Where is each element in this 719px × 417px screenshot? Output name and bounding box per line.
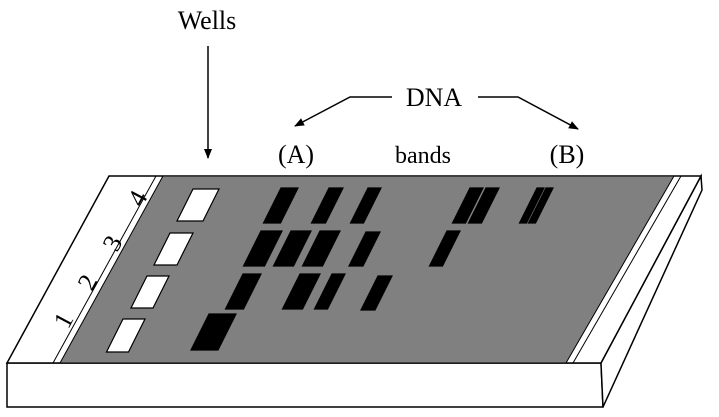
gel-edge-line-right — [572, 175, 682, 364]
dna-label: DNA — [406, 83, 463, 112]
dna-band-lane-2 — [313, 273, 346, 310]
dna-band-lane-4 — [349, 187, 382, 224]
dna-band-lane-4 — [518, 187, 545, 224]
wells-label: Wells — [178, 6, 237, 35]
dna-arrow-a — [294, 96, 392, 127]
dna-band-lane-3 — [348, 231, 381, 267]
dna-band-lane-4 — [310, 187, 344, 224]
well-lane-1 — [105, 318, 146, 353]
dna-band-lane-3 — [272, 230, 312, 267]
well-lane-2 — [130, 275, 170, 309]
dna-band-lane-2 — [224, 273, 262, 310]
bands-label: bands — [395, 143, 451, 169]
dna-band-lane-4 — [451, 187, 484, 224]
band-a-label: (A) — [278, 140, 314, 169]
dna-arrow-b — [478, 96, 579, 130]
dna-band-lane-4 — [262, 187, 299, 224]
well-lane-4 — [176, 188, 220, 222]
band-b-label: (B) — [550, 140, 585, 169]
wells-group — [105, 188, 220, 353]
well-lane-3 — [153, 232, 194, 266]
tray-front-face — [6, 362, 604, 408]
gel-edge-line-left — [52, 175, 157, 364]
bands-group — [190, 187, 554, 351]
dna-band-lane-4 — [467, 187, 500, 224]
dna-band-lane-2 — [281, 273, 321, 310]
dna-band-lane-1 — [190, 313, 237, 351]
dna-band-lane-3 — [301, 230, 341, 267]
dna-band-lane-3 — [242, 230, 283, 267]
dna-band-lane-2 — [360, 275, 393, 311]
dna-band-lane-4 — [527, 187, 554, 224]
dna-band-lane-3 — [428, 230, 461, 267]
